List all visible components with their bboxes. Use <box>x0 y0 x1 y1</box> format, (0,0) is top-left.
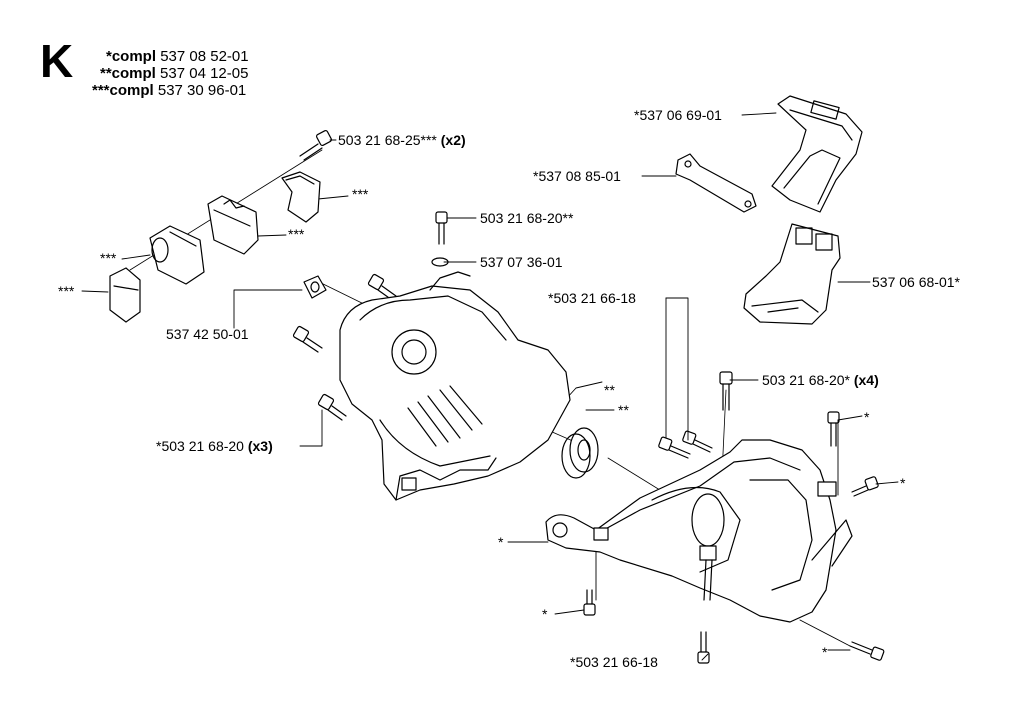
compl-number: 537 30 96-01 <box>157 82 247 99</box>
callout-label: *537 08 85-01 <box>533 168 621 184</box>
callout-label: * <box>864 409 870 425</box>
compl-prefix: ***compl <box>92 82 154 99</box>
screw-icon <box>292 325 323 353</box>
callout-label: * <box>822 644 828 660</box>
compl-list: *compl 537 08 52-01 **compl 537 04 12-05… <box>92 48 249 99</box>
callout-label: 503 21 68-20** <box>480 210 574 226</box>
screw-icon <box>719 371 733 411</box>
upper-cover <box>743 223 841 325</box>
crankcase-left <box>339 271 571 501</box>
gasket-piece <box>303 275 327 299</box>
screw-icon <box>435 211 448 245</box>
crankcase-right <box>545 439 853 623</box>
callout-label: * <box>900 475 906 491</box>
leader-lines <box>81 112 899 661</box>
cooling-fins <box>407 385 483 447</box>
bearing-icon <box>561 427 599 479</box>
screw-icon <box>658 436 691 459</box>
callout-label: *** <box>58 283 75 299</box>
screw-icon <box>682 430 713 453</box>
callout-label: *503 21 66-18 <box>548 290 636 306</box>
screw-icon <box>317 393 347 421</box>
callout-label: *503 21 68-20 (x3) <box>156 438 273 454</box>
quantity: (x4) <box>853 372 879 388</box>
callout-label: ** <box>618 402 629 418</box>
compl-prefix: *compl <box>106 48 157 65</box>
heat-shield-piece <box>109 267 141 323</box>
callout-label: * <box>498 534 504 550</box>
screw-icon <box>583 589 596 616</box>
compl-row: *compl 537 08 52-01 <box>92 48 249 65</box>
part-number: 503 21 68-20* <box>762 372 850 388</box>
callout-label: *** <box>100 250 117 266</box>
gasket-strip <box>675 153 757 213</box>
screw-icon <box>827 411 840 447</box>
shroud-piece <box>281 171 321 223</box>
screw-icon <box>851 476 879 497</box>
compl-prefix: **compl <box>100 65 156 82</box>
intake-piece <box>149 225 205 285</box>
cover-frame <box>771 95 863 213</box>
callout-label: *** <box>352 186 369 202</box>
callout-label: ** <box>604 382 615 398</box>
quantity: (x3) <box>247 438 273 454</box>
callout-label: 537 07 36-01 <box>480 254 563 270</box>
section-letter: K <box>40 35 74 87</box>
callout-label: *** <box>288 226 305 242</box>
quantity: (x2) <box>440 132 466 148</box>
compl-row: **compl 537 04 12-05 <box>92 65 249 82</box>
circlip-icon <box>431 257 449 267</box>
compl-row: ***compl 537 30 96-01 <box>92 82 249 99</box>
callout-label: *503 21 66-18 <box>570 654 658 670</box>
screw-icon <box>697 631 710 664</box>
callout-label: *537 06 69-01 <box>634 107 722 123</box>
callout-label: 503 21 68-20* (x4) <box>762 372 879 388</box>
screw-icon <box>849 641 885 661</box>
compl-number: 537 04 12-05 <box>160 65 249 82</box>
screw-icon <box>367 273 397 301</box>
clamp-piece <box>207 195 259 255</box>
callout-label: 537 06 68-01* <box>872 274 960 290</box>
callout-label: 503 21 68-25*** (x2) <box>338 132 466 148</box>
callout-label: * <box>542 606 548 622</box>
screw-icon <box>299 129 333 161</box>
part-number: 503 21 68-25*** <box>338 132 437 148</box>
part-number: *503 21 68-20 <box>156 438 244 454</box>
callout-label: 537 42 50-01 <box>166 326 249 342</box>
compl-number: 537 08 52-01 <box>160 48 249 65</box>
